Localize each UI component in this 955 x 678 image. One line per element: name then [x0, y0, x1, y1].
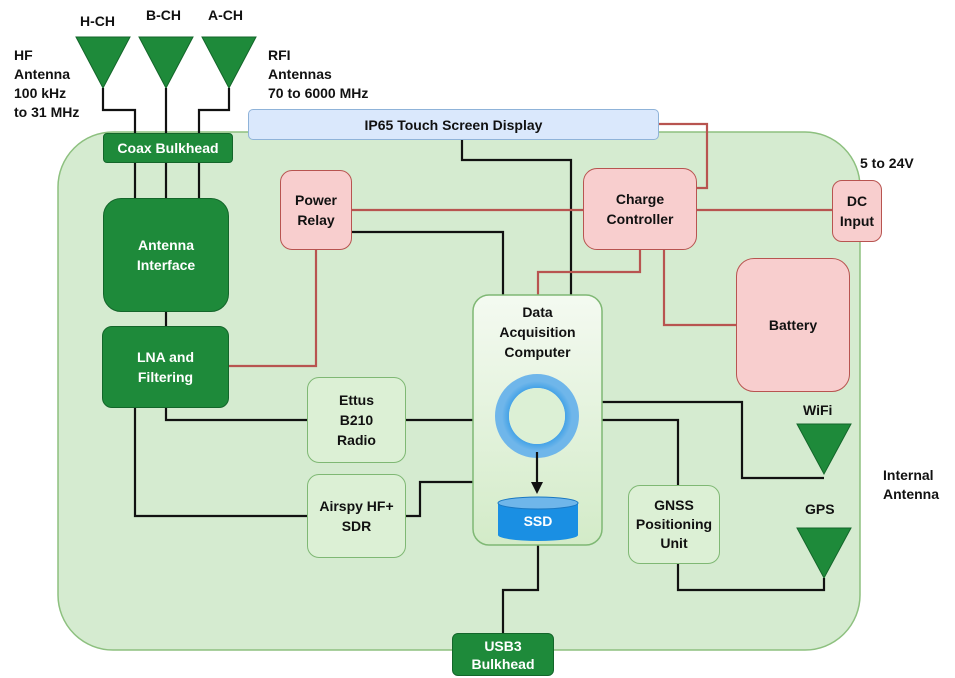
- data-acquisition-computer-label: Data Acquisition Computer: [499, 304, 576, 360]
- arrow-down-icon: [531, 482, 543, 494]
- battery: Battery: [736, 258, 850, 392]
- dc-input: DC Input: [832, 180, 882, 242]
- ssd-label: SSD: [523, 513, 553, 529]
- internal-antenna-label: Internal Antenna: [883, 467, 939, 502]
- antenna-b-ch-label: B-CH: [146, 7, 181, 23]
- wifi-antenna-icon: [796, 423, 852, 476]
- antenna-b-ch-icon: [138, 36, 194, 90]
- rfi-antennas-label: RFI Antennas 70 to 6000 MHz: [268, 47, 369, 101]
- hf-antenna-label: HF Antenna 100 kHz to 31 MHz: [14, 47, 80, 120]
- gps-label: GPS: [805, 501, 835, 517]
- coax-bulkhead: Coax Bulkhead: [103, 133, 233, 163]
- data-wires: [101, 88, 826, 633]
- ettus-b210-radio: Ettus B210 Radio: [307, 377, 406, 463]
- airspy-hf-sdr: Airspy HF+ SDR: [307, 474, 406, 558]
- antenna-interface: Antenna Interface: [103, 198, 229, 312]
- antenna-h-ch-icon: [75, 36, 131, 90]
- ssd-icon: [497, 496, 579, 541]
- power-input-label: 5 to 24V: [860, 155, 914, 171]
- touch-screen-display: IP65 Touch Screen Display: [248, 109, 659, 140]
- usb3-bulkhead: USB3 Bulkhead: [452, 633, 554, 676]
- antenna-h-ch-label: H-CH: [80, 13, 115, 29]
- gnss-positioning-unit: GNSS Positioning Unit: [628, 485, 720, 564]
- charge-controller: Charge Controller: [583, 168, 697, 250]
- antenna-a-ch-label: A-CH: [208, 7, 243, 23]
- power-relay: Power Relay: [280, 170, 352, 250]
- lna-and-filtering: LNA and Filtering: [102, 326, 229, 408]
- antenna-a-ch-icon: [201, 36, 257, 90]
- wifi-label: WiFi: [803, 402, 833, 418]
- disc-icon: [495, 374, 579, 458]
- power-wires: [228, 122, 832, 368]
- gps-antenna-icon: [796, 527, 852, 580]
